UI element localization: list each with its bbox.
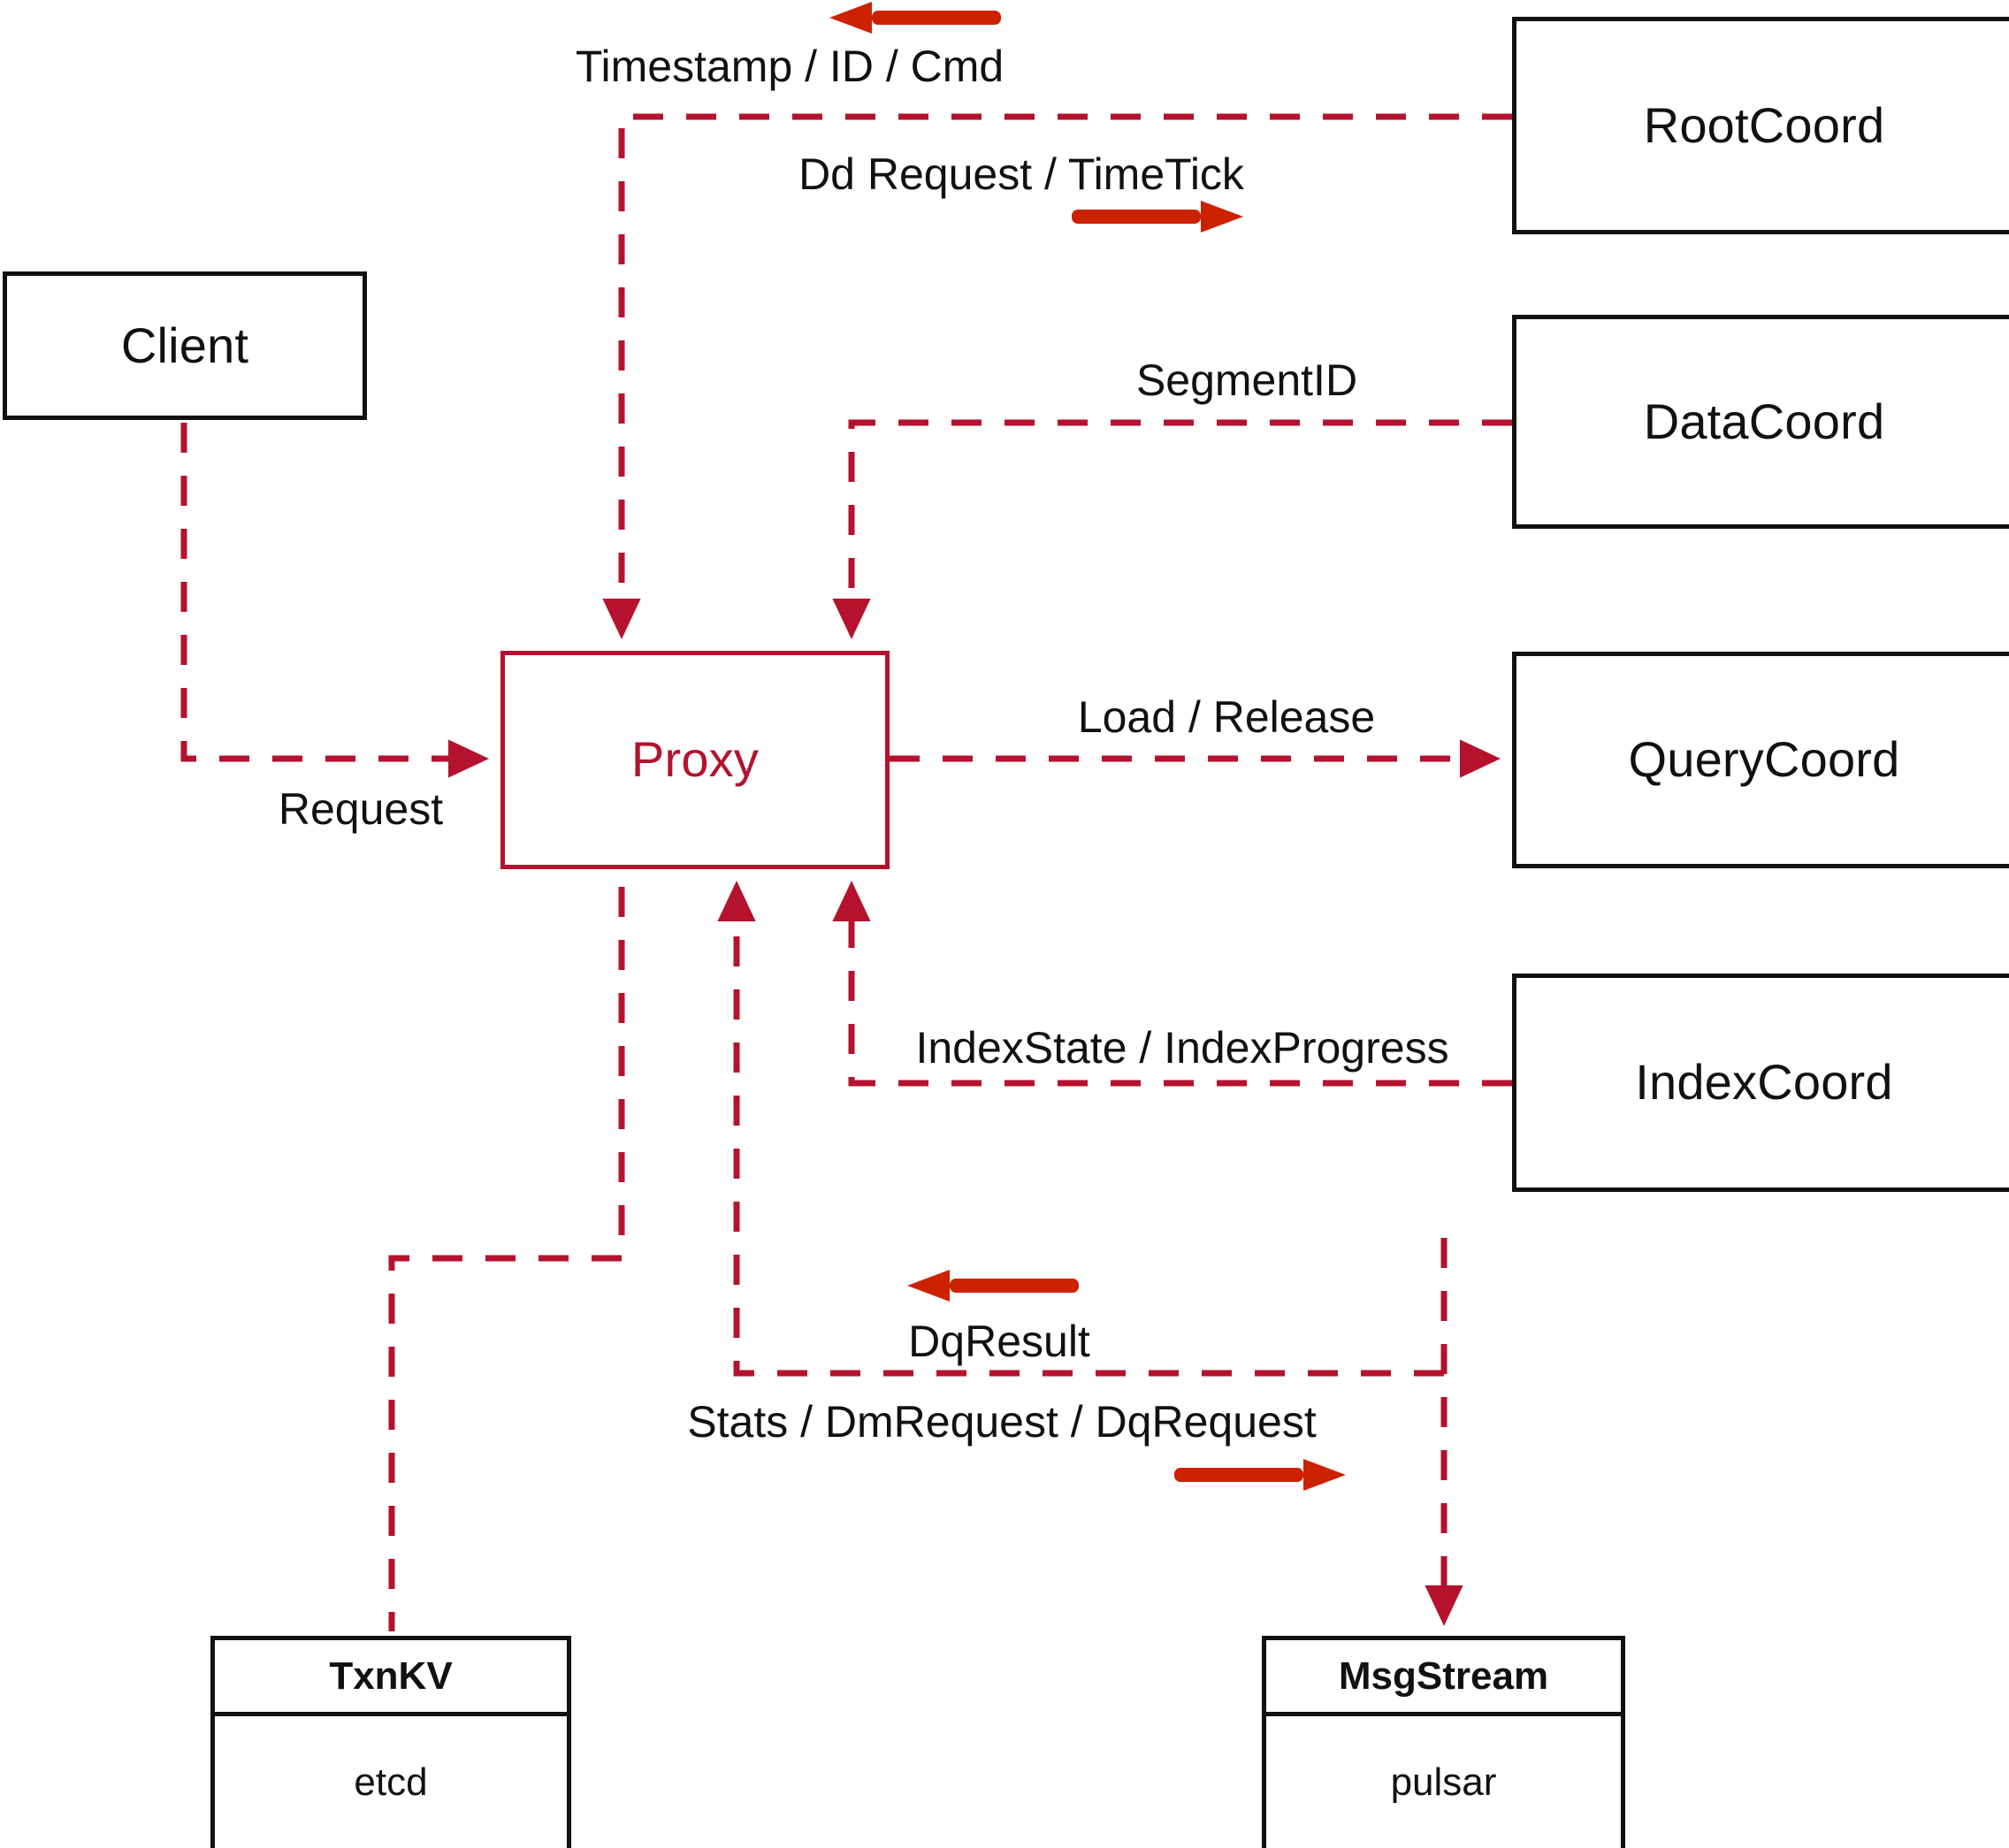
edge-label-timestamp-id-cmd: Timestamp / ID / Cmd [576,44,1004,88]
node-indexcoord-label: IndexCoord [1635,1054,1893,1111]
edge-label-dqresult: DqResult [908,1319,1090,1363]
edge-label-text: Load / Release [1077,692,1376,742]
node-rootcoord-label: RootCoord [1643,96,1885,153]
node-msgstream-body: pulsar [1266,1716,1621,1848]
node-datacoord[interactable]: DataCoord [1512,315,2009,529]
edge-datacoord-to-proxy [832,419,1512,640]
edge-proxy-to-txnkv [388,887,625,1631]
node-client[interactable]: Client [3,271,367,420]
node-txnkv-body: etcd [215,1716,567,1848]
edge-label-text: DqResult [908,1317,1090,1366]
node-txnkv[interactable]: TxnKV etcd [210,1636,571,1848]
node-txnkv-title: TxnKV [329,1653,453,1698]
edge-label-indexstate-indexprogress: IndexState / IndexProgress [915,1026,1448,1070]
edge-label-text: Stats / DmRequest / DqRequest [687,1397,1317,1447]
edge-label-text: SegmentID [1135,355,1358,405]
node-msgstream-title: MsgStream [1338,1653,1549,1698]
accent-arrow-right-stats [1174,1459,1346,1491]
edge-msgstream-to-proxy [717,880,1444,1377]
edge-label-load-release: Load / Release [1078,695,1375,739]
node-msgstream-header: MsgStream [1266,1640,1621,1716]
node-querycoord-label: QueryCoord [1628,731,1900,788]
edge-client-to-proxy [180,423,490,778]
node-proxy[interactable]: Proxy [500,651,890,869]
edge-label-text: Dd Request / TimeTick [798,149,1244,199]
edge-label-text: Request [278,784,444,834]
node-msgstream-impl: pulsar [1390,1760,1497,1804]
node-txnkv-header: TxnKV [215,1640,567,1716]
edge-label-text: IndexState / IndexProgress [915,1023,1449,1073]
node-indexcoord[interactable]: IndexCoord [1512,974,2009,1192]
edge-label-request: Request [279,787,443,831]
node-querycoord[interactable]: QueryCoord [1512,652,2009,868]
node-datacoord-label: DataCoord [1643,393,1885,449]
accent-arrow-left-timestamp [829,2,1001,34]
node-client-label: Client [120,317,249,373]
accent-arrows [829,2,1346,1491]
edge-label-dd-request-timetick: Dd Request / TimeTick [798,152,1244,196]
node-rootcoord[interactable]: RootCoord [1512,17,2009,234]
node-txnkv-impl: etcd [354,1760,428,1804]
edge-label-segmentid: SegmentID [1136,358,1357,402]
node-proxy-label: Proxy [630,731,760,788]
accent-arrow-left-dqresult [907,1270,1079,1302]
edge-label-text: Timestamp / ID / Cmd [575,42,1004,91]
edge-label-stats-dmrequest-dqrequest: Stats / DmRequest / DqRequest [687,1400,1316,1444]
accent-arrow-right-ddrequest [1072,201,1243,233]
node-msgstream[interactable]: MsgStream pulsar [1262,1636,1625,1848]
